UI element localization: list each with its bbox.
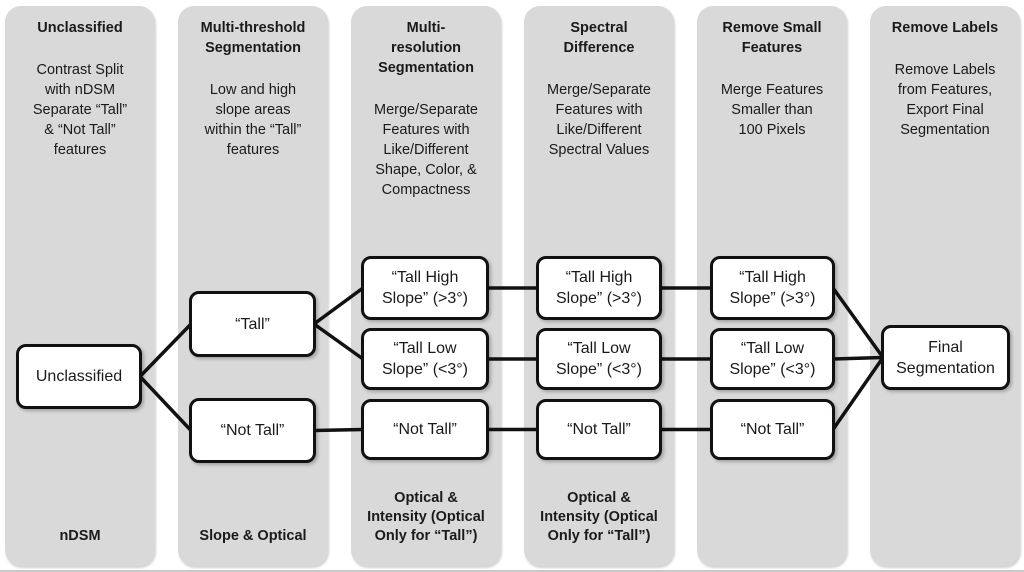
column-data-label: nDSM: [59, 528, 101, 544]
column-description: Merge Features Smaller than 100 Pixels: [720, 82, 824, 138]
node-tall-high-slope-stage5: “Tall High Slope” (>3°): [710, 256, 835, 320]
column-description: Merge/Separate Features with Like/Differ…: [547, 82, 651, 158]
node-unclassified: Unclassified: [16, 344, 142, 409]
column-multi-threshold-segmentation: Multi-threshold Segmentation Low and hig…: [178, 6, 328, 566]
column-header: Multi-threshold Segmentation: [200, 20, 306, 56]
node-not-tall-stage4: “Not Tall”: [536, 399, 662, 460]
column-remove-labels: Remove Labels Remove Labels from Feature…: [870, 6, 1020, 566]
node-tall-low-slope-stage5: “Tall Low Slope” (<3°): [710, 328, 835, 390]
node-tall-low-slope-stage4: “Tall Low Slope” (<3°): [536, 328, 662, 390]
node-final-segmentation: Final Segmentation: [881, 325, 1010, 390]
column-data-label: Slope & Optical: [199, 528, 307, 544]
node-tall-high-slope-stage3: “Tall High Slope” (>3°): [361, 256, 489, 320]
column-header: Remove Labels: [891, 20, 999, 36]
column-header: Unclassified: [37, 20, 123, 36]
column-unclassified: Unclassified Contrast Split with nDSM Se…: [5, 6, 155, 566]
column-header: Spectral Difference: [563, 20, 635, 56]
column-data-label: Optical & Intensity (Optical Only for “T…: [367, 490, 485, 544]
column-header: Remove Small Features: [722, 20, 822, 56]
column-description: Remove Labels from Features, Export Fina…: [894, 62, 996, 138]
node-tall: “Tall”: [189, 291, 316, 357]
column-data-label: Optical & Intensity (Optical Only for “T…: [540, 490, 658, 544]
column-description: Contrast Split with nDSM Separate “Tall”…: [32, 62, 128, 158]
node-not-tall-stage5: “Not Tall”: [710, 399, 835, 460]
node-not-tall-stage3: “Not Tall”: [361, 399, 489, 460]
node-not-tall-stage2: “Not Tall”: [189, 398, 316, 463]
column-description: Low and high slope areas within the “Tal…: [204, 82, 302, 158]
node-tall-low-slope-stage3: “Tall Low Slope” (<3°): [361, 328, 489, 390]
column-description: Merge/Separate Features with Like/Differ…: [374, 102, 478, 198]
node-tall-high-slope-stage4: “Tall High Slope” (>3°): [536, 256, 662, 320]
bottom-border-line: [0, 570, 1024, 572]
column-header: Multi- resolution Segmentation: [378, 20, 474, 76]
